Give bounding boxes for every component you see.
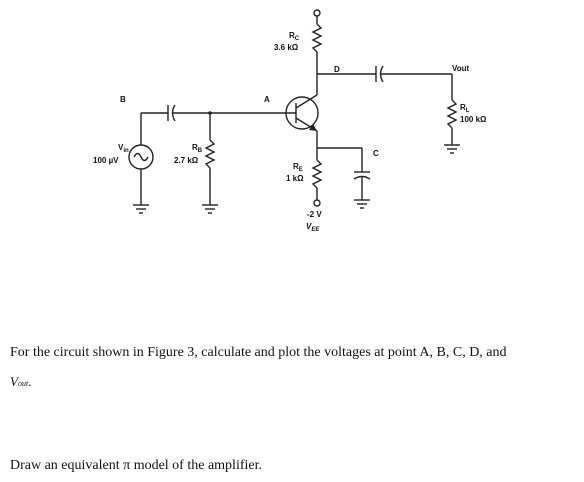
question-vout-main: V xyxy=(10,374,18,389)
rl-name-label: RL xyxy=(460,103,470,114)
node-b-label: B xyxy=(120,95,126,104)
input-voltage-source xyxy=(128,113,154,214)
re-name-label: RE xyxy=(293,162,303,173)
bjt-transistor xyxy=(285,90,319,148)
load-resistor xyxy=(444,74,460,154)
bypass-capacitor xyxy=(353,148,371,209)
node-a-label: A xyxy=(264,95,270,104)
collector-resistor xyxy=(311,9,323,90)
vout-label: Vout xyxy=(452,64,470,73)
base-resistor xyxy=(202,113,218,214)
re-value-label: 1 kΩ xyxy=(286,174,304,183)
node-d-label: D xyxy=(334,65,340,74)
rc-name-label: RC xyxy=(289,31,300,42)
node-c-label: C xyxy=(373,149,379,158)
question-vout-tail: . xyxy=(28,374,32,389)
output-coupling-capacitor xyxy=(317,65,452,83)
vee-name-label: VEE xyxy=(306,222,320,233)
instruction-text: Draw an equivalent π model of the amplif… xyxy=(10,458,262,473)
rc-value-label: 3.6 kΩ xyxy=(274,43,299,52)
vee-value-label: -2 V xyxy=(307,210,322,219)
input-coupling-capacitor xyxy=(141,104,296,122)
rb-name-label: RB xyxy=(192,143,203,154)
question-vout: Vout. xyxy=(10,374,31,390)
question-vout-sub: out xyxy=(17,379,29,388)
rl-value-label: 100 kΩ xyxy=(460,115,487,124)
vin-value-label: 100 µV xyxy=(93,156,119,165)
rb-value-label: 2.7 kΩ xyxy=(174,156,199,165)
question-text: For the circuit shown in Figure 3, calcu… xyxy=(10,345,507,360)
vin-name-label: Vin xyxy=(118,143,129,154)
circuit-diagram: RC 3.6 kΩ D Vout RL 100 kΩ A B xyxy=(93,9,487,233)
emitter-resistor xyxy=(311,147,362,207)
